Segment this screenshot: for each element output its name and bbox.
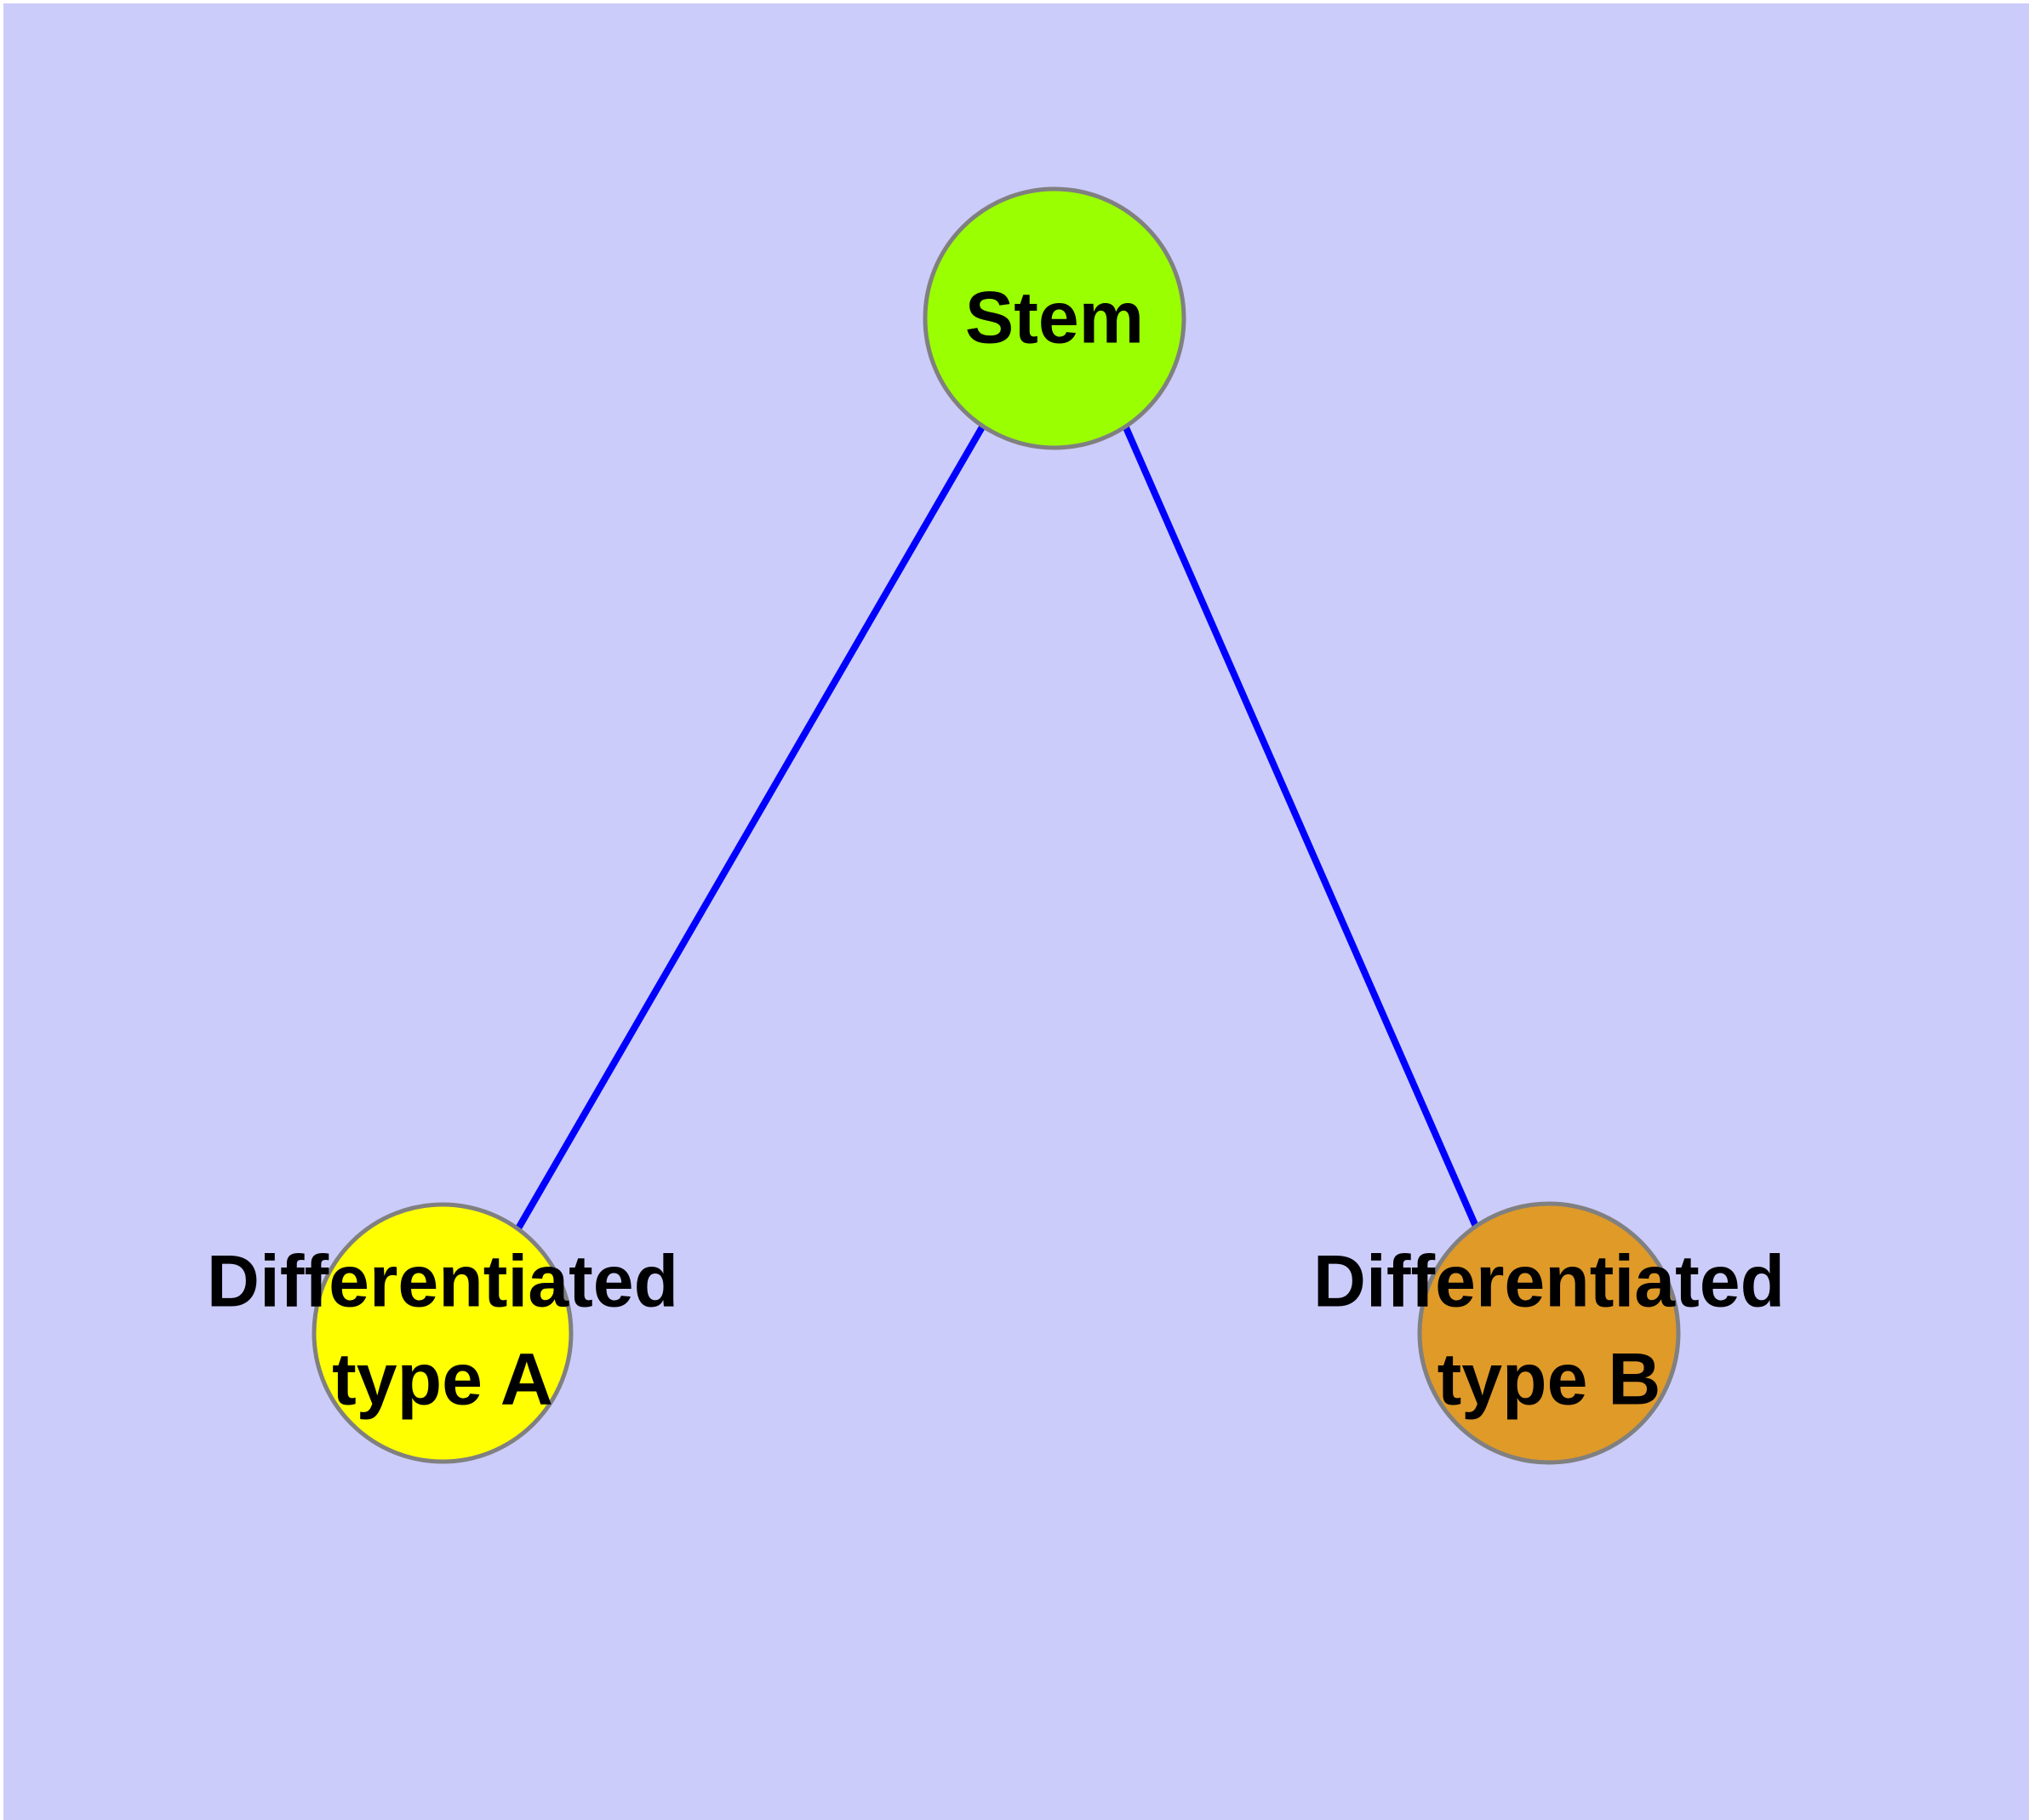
- edge-stem-to-differentiated-type-a[interactable]: [515, 423, 986, 1231]
- node-stem[interactable]: [923, 186, 1186, 450]
- node-differentiated-type-a[interactable]: [311, 1202, 574, 1464]
- node-label-differentiated-type-a-line1: Differentiated: [207, 1241, 678, 1323]
- node-labels-group: Stem Differentiated type A Differentiate…: [207, 278, 1785, 1421]
- node-differentiated-type-b[interactable]: [1417, 1201, 1681, 1465]
- node-label-differentiated-type-b-line1: Differentiated: [1313, 1241, 1785, 1323]
- node-label-differentiated-type-b-line2: type B: [1437, 1339, 1661, 1421]
- node-label-stem: Stem: [965, 278, 1144, 359]
- node-label-differentiated-type-a-line2: type A: [332, 1339, 553, 1421]
- edges-group: [515, 423, 1480, 1231]
- edge-stem-to-differentiated-type-b[interactable]: [1122, 424, 1480, 1230]
- nodes-group: [311, 186, 1681, 1465]
